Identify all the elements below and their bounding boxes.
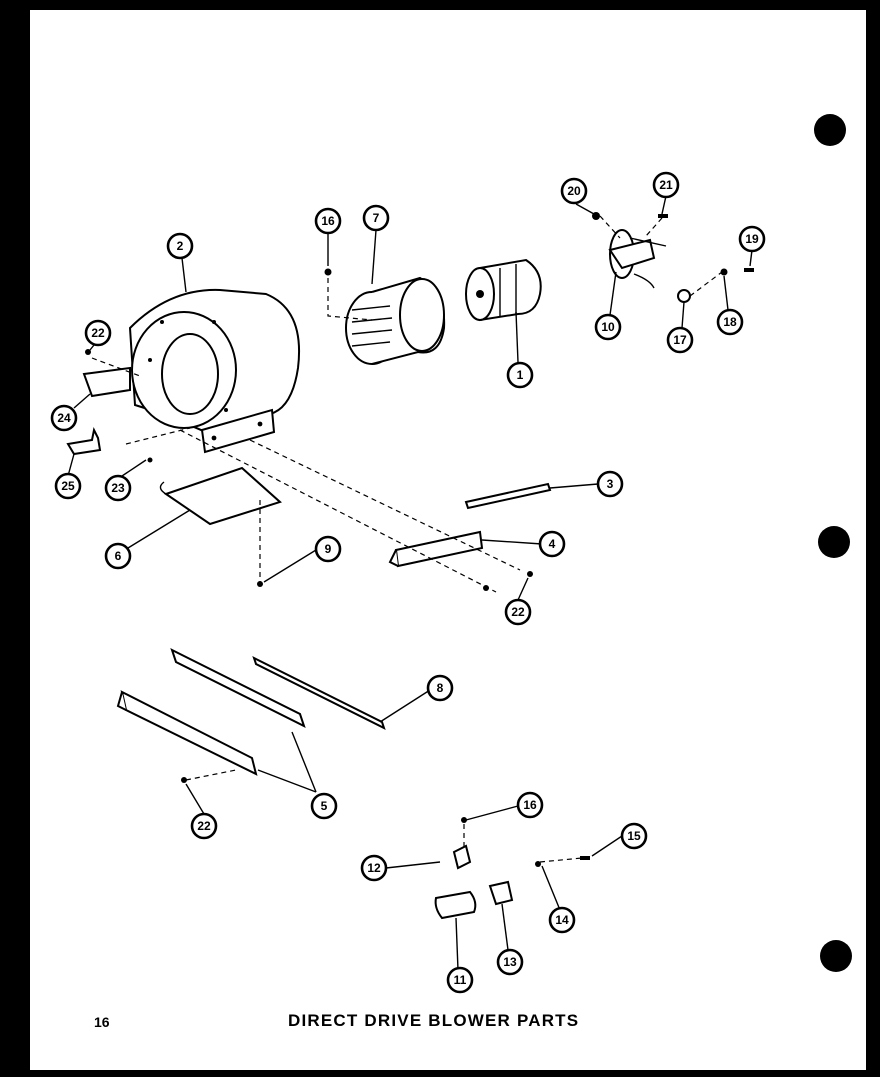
motor-mount-ring bbox=[592, 212, 754, 303]
callout-rails-5: 5 bbox=[310, 792, 338, 820]
svg-text:14: 14 bbox=[555, 913, 569, 927]
small-brackets bbox=[66, 349, 153, 463]
callout-clip-14: 14 bbox=[548, 906, 576, 934]
small-hardware bbox=[181, 268, 590, 920]
svg-text:22: 22 bbox=[511, 605, 525, 619]
svg-text:11: 11 bbox=[454, 973, 467, 987]
svg-text:20: 20 bbox=[567, 184, 581, 198]
svg-text:16: 16 bbox=[523, 798, 537, 812]
callout-clip-12: 12 bbox=[360, 854, 388, 882]
svg-text:12: 12 bbox=[367, 861, 381, 875]
punch-hole-top bbox=[814, 114, 846, 146]
callout-blower-wheel: 7 bbox=[362, 204, 390, 232]
callout-screw-22c: 22 bbox=[190, 812, 218, 840]
callout-blower-housing: 2 bbox=[166, 232, 194, 260]
svg-text:15: 15 bbox=[627, 829, 641, 843]
svg-text:21: 21 bbox=[659, 178, 673, 192]
callout-bracket-24: 24 bbox=[50, 404, 78, 432]
callout-bracket-13: 13 bbox=[496, 948, 524, 976]
svg-text:17: 17 bbox=[673, 333, 687, 347]
exploded-parts-diagram: 2 16 7 1 20 21 10 19 17 18 22 24 25 23 3… bbox=[50, 171, 766, 994]
callout-angle-4: 4 bbox=[538, 530, 566, 558]
svg-text:22: 22 bbox=[91, 326, 105, 340]
callout-motor: 1 bbox=[506, 361, 534, 389]
svg-text:9: 9 bbox=[325, 542, 332, 556]
svg-text:3: 3 bbox=[607, 477, 614, 491]
motor bbox=[465, 258, 542, 322]
svg-text:25: 25 bbox=[61, 479, 75, 493]
callout-washer-23: 23 bbox=[104, 474, 132, 502]
callout-strip-3: 3 bbox=[596, 470, 624, 498]
callout-washer-18: 18 bbox=[716, 308, 744, 336]
svg-text:24: 24 bbox=[57, 411, 71, 425]
callout-mount-ring: 10 bbox=[594, 313, 622, 341]
callout-screw-15: 15 bbox=[620, 822, 648, 850]
svg-text:18: 18 bbox=[723, 315, 737, 329]
callout-screw-21: 21 bbox=[652, 171, 680, 199]
punch-hole-middle bbox=[818, 526, 850, 558]
callout-cover-plate: 6 bbox=[104, 542, 132, 570]
callout-nut-20: 20 bbox=[560, 177, 588, 205]
blower-housing bbox=[128, 288, 300, 454]
svg-text:19: 19 bbox=[745, 232, 759, 246]
leader-lines bbox=[67, 195, 753, 971]
page-number: 16 bbox=[94, 1014, 110, 1030]
base-rails bbox=[116, 648, 386, 776]
callout-bushing-11: 11 bbox=[446, 966, 474, 994]
blower-wheel bbox=[345, 276, 446, 365]
callout-screw-19: 19 bbox=[738, 225, 766, 253]
strip-and-angle bbox=[388, 482, 552, 568]
cover-plate bbox=[159, 466, 282, 526]
svg-text:5: 5 bbox=[321, 799, 328, 813]
svg-text:8: 8 bbox=[437, 681, 444, 695]
callout-screw-22b: 22 bbox=[504, 598, 532, 626]
svg-text:22: 22 bbox=[197, 819, 211, 833]
callout-screw-16a: 16 bbox=[314, 207, 342, 235]
svg-text:10: 10 bbox=[601, 320, 615, 334]
svg-text:6: 6 bbox=[115, 549, 122, 563]
svg-text:4: 4 bbox=[549, 537, 556, 551]
svg-text:7: 7 bbox=[373, 211, 380, 225]
svg-text:1: 1 bbox=[517, 368, 524, 382]
callout-screw-22a: 22 bbox=[84, 319, 112, 347]
callout-rail-8: 8 bbox=[426, 674, 454, 702]
callout-grommet: 17 bbox=[666, 326, 694, 354]
svg-text:23: 23 bbox=[111, 481, 125, 495]
callout-clip-25: 25 bbox=[54, 472, 82, 500]
svg-text:16: 16 bbox=[321, 214, 335, 228]
svg-text:13: 13 bbox=[503, 955, 517, 969]
diagram-sheet: 2 16 7 1 20 21 10 19 17 18 22 24 25 23 3… bbox=[30, 10, 866, 1070]
callout-screw-16b: 16 bbox=[516, 791, 544, 819]
svg-text:2: 2 bbox=[177, 239, 184, 253]
alignment-lines bbox=[91, 215, 723, 863]
callout-screw-9: 9 bbox=[314, 535, 342, 563]
punch-hole-bottom bbox=[820, 940, 852, 972]
page-title: DIRECT DRIVE BLOWER PARTS bbox=[288, 1011, 580, 1030]
